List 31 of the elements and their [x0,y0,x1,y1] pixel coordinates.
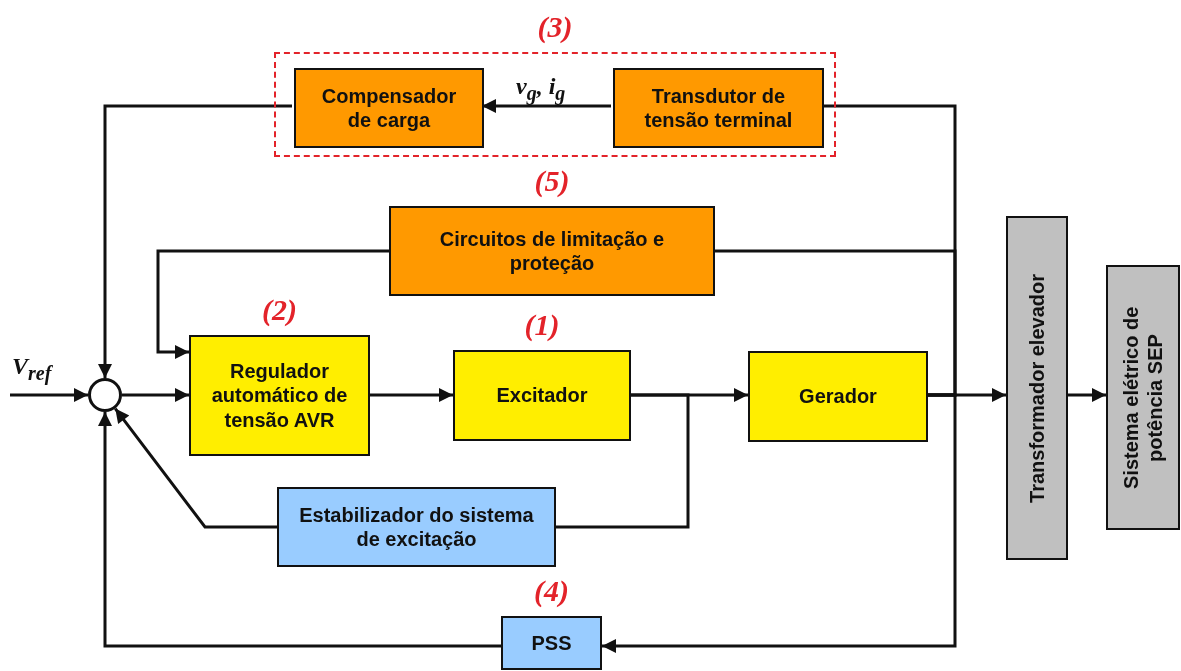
arrow [928,388,1006,402]
block-label: Circuitos de limitação e proteção [438,226,666,276]
arrow [10,388,88,402]
arrow [98,412,501,648]
arrow [1068,388,1106,402]
block-label: Transdutor de tensão terminal [643,83,794,133]
block-label: Excitador [496,383,588,408]
block-label: Compensador de carga [320,83,458,133]
arrow [156,249,389,359]
block-label: PSS [531,630,572,656]
arrow [114,407,277,529]
arrow [98,104,292,378]
arrow [122,388,189,402]
process-box [1006,216,1068,560]
callout-number: (2) [262,295,297,325]
block-label: Transformador elevador [1024,273,1049,503]
callout-number: (5) [534,166,570,196]
block-label: Gerador [799,384,877,409]
process-box [1106,265,1180,530]
process-box [613,68,824,148]
block-label: Regulador automático de tensão AVR [210,358,349,433]
block-label: Estabilizador do sistema de excitação [298,502,535,552]
callout-number: (1) [524,310,560,340]
process-box [748,351,928,442]
summing-junction [88,378,122,412]
process-box [294,68,484,148]
callout-number: (3) [537,12,573,42]
callout-number: (4) [534,576,569,606]
block-label: Sistema elétrico de potência SEP [1118,305,1167,491]
process-box [277,487,556,567]
arrow [370,388,453,402]
